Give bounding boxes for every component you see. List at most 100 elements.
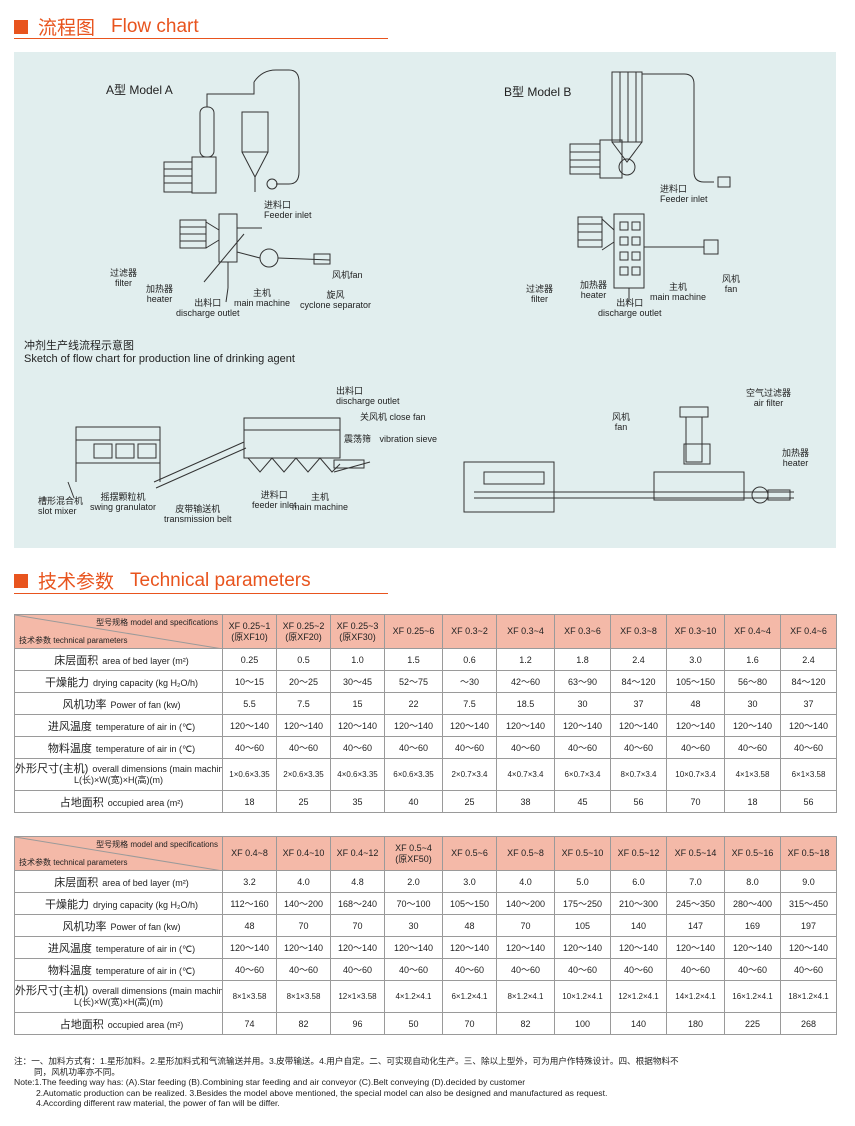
table-cell: 50 xyxy=(384,1012,443,1035)
model-header-cell: XF 0.5~16 xyxy=(724,836,781,871)
model-header-cell: XF 0.5~8 xyxy=(496,836,555,871)
table-cell: 40～60 xyxy=(442,958,497,981)
table-cell: 1×0.6×3.35 xyxy=(222,758,277,791)
table-cell: 40～60 xyxy=(666,958,725,981)
table-cell: 1.0 xyxy=(330,648,385,671)
table-cell: 169 xyxy=(724,914,781,937)
table-cell: 120～140 xyxy=(724,714,781,737)
model-header-cell: XF 0.5~6 xyxy=(442,836,497,871)
table-cell: 120～140 xyxy=(780,936,837,959)
table-cell: 40～60 xyxy=(554,736,611,759)
model-header-cell: XF 0.4~8 xyxy=(222,836,277,871)
table-cell: 30～45 xyxy=(330,670,385,693)
table-cell: 120～140 xyxy=(554,936,611,959)
table-cell: 105～150 xyxy=(442,892,497,915)
table-cell: 70 xyxy=(276,914,331,937)
table-cell: 40～60 xyxy=(442,736,497,759)
table-cell: 84～120 xyxy=(610,670,667,693)
table-cell: 140～200 xyxy=(496,892,555,915)
table-row: 外形尺寸(主机)overall dimensions (main machine… xyxy=(14,758,837,791)
model-header-cell: XF 0.3~4 xyxy=(496,614,555,649)
table-cell: 4×0.6×3.35 xyxy=(330,758,385,791)
table-cell: 56 xyxy=(780,790,837,813)
right-line-drawing xyxy=(463,406,794,513)
table-cell: 40～60 xyxy=(780,958,837,981)
table-cell: 4×0.7×3.4 xyxy=(496,758,555,791)
table-cell: 45 xyxy=(554,790,611,813)
table-cell: 0.6 xyxy=(442,648,497,671)
table-cell: 40～60 xyxy=(496,736,555,759)
table-cell: 120～140 xyxy=(222,936,277,959)
table-cell: 40～60 xyxy=(724,736,781,759)
table-cell: 120～140 xyxy=(496,936,555,959)
table-cell: 6.0 xyxy=(610,870,667,893)
table-cell: 120～140 xyxy=(384,714,443,737)
table-cell: 40～60 xyxy=(496,958,555,981)
flow-section-divider xyxy=(14,38,388,39)
model-header-cell: XF 0.3~2 xyxy=(442,614,497,649)
note-cn-2: 同，风机功率亦不同。 xyxy=(34,1066,120,1077)
table-cell: 96 xyxy=(330,1012,385,1035)
model-header-cell: XF 0.25~6 xyxy=(384,614,443,649)
table-cell: 8.0 xyxy=(724,870,781,893)
model-header-cell: XF 0.5~10 xyxy=(554,836,611,871)
table-cell: 168～240 xyxy=(330,892,385,915)
flow-section-header: 流程图 Flow chart xyxy=(14,13,199,40)
table-cell: 40～60 xyxy=(666,736,725,759)
note-en-2: 2.Automatic production can be realized. … xyxy=(36,1087,608,1098)
corner-param-label: 技术参数 technical parameters xyxy=(19,636,128,645)
table-cell: 120～140 xyxy=(724,936,781,959)
model-header-cell: XF 0.25~3 (原XF30) xyxy=(330,614,385,649)
table-cell: 6×1×3.58 xyxy=(780,758,837,791)
table-cell: 120～140 xyxy=(666,714,725,737)
table-cell: 3.0 xyxy=(442,870,497,893)
table-cell: 40～60 xyxy=(724,958,781,981)
table-cell: 10×1.2×4.1 xyxy=(554,980,611,1013)
table-cell: 4×1×3.58 xyxy=(724,758,781,791)
table-cell: 20～25 xyxy=(276,670,331,693)
table-cell: 1.6 xyxy=(724,648,781,671)
table-cell: 70 xyxy=(496,914,555,937)
model-a-title: A型 Model A xyxy=(106,83,173,97)
table-cell: 120～140 xyxy=(276,936,331,959)
table-cell: 40～60 xyxy=(330,736,385,759)
table-cell: 8×0.7×3.4 xyxy=(610,758,667,791)
table-cell: 30 xyxy=(724,692,781,715)
table-cell: 8×1×3.58 xyxy=(276,980,331,1013)
table-cell: 4.8 xyxy=(330,870,385,893)
table-cell: 2.0 xyxy=(384,870,443,893)
table-cell: 280～400 xyxy=(724,892,781,915)
table-cell: 10～15 xyxy=(222,670,277,693)
table-cell: ～30 xyxy=(442,670,497,693)
flow-title-en: Flow chart xyxy=(111,15,199,37)
table-cell: 40～60 xyxy=(554,958,611,981)
table-cell: 140 xyxy=(610,1012,667,1035)
table-cell: 25 xyxy=(276,790,331,813)
note-en-1: Note:1.The feeding way has: (A).Star fee… xyxy=(14,1077,526,1087)
table-cell: 18.5 xyxy=(496,692,555,715)
table-cell: 120～140 xyxy=(496,714,555,737)
table-cell: 6×1.2×4.1 xyxy=(442,980,497,1013)
table-cell: 6×0.6×3.35 xyxy=(384,758,443,791)
table-cell: 30 xyxy=(554,692,611,715)
corner-model-label: 型号规格 model and specifications xyxy=(96,618,218,627)
table-cell: 120～140 xyxy=(330,936,385,959)
table-cell: 48 xyxy=(442,914,497,937)
line-close-fan-label: 关风机 close fan xyxy=(360,412,426,422)
table-cell: 268 xyxy=(780,1012,837,1035)
